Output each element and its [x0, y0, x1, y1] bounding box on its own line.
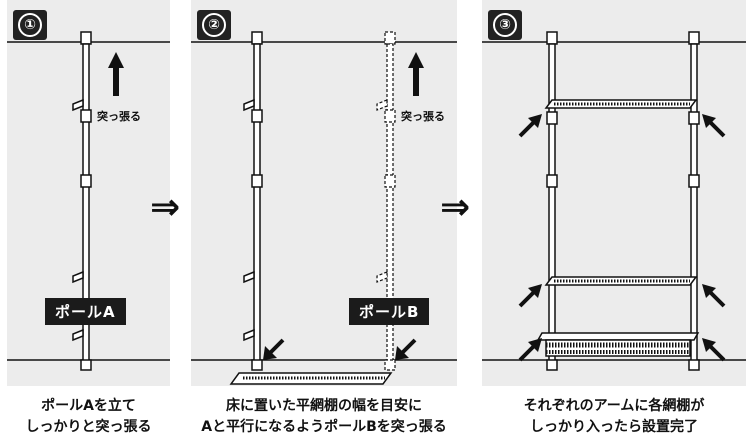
step-2-number: ② — [202, 13, 226, 37]
pointer-arrow-icon-right — [395, 338, 417, 360]
pointer-arrow-icon-bottom-right — [702, 338, 726, 362]
step-2-illustration — [191, 31, 457, 385]
double-right-arrow-icon-1: ⇒ — [150, 187, 181, 228]
up-arrow-icon — [408, 52, 424, 96]
step-2-push-label: 突っ張る — [401, 110, 445, 123]
step-3-illustration — [482, 31, 746, 371]
pointer-arrow-icon-top-right — [702, 114, 726, 138]
bottom-basket-shelf — [536, 332, 700, 357]
pointer-arrow-icon-mid-right — [702, 284, 726, 308]
pointer-arrow-icon-top-left — [518, 114, 542, 138]
step-1-panel: ① 突っ張る ポールA — [7, 0, 170, 386]
step-2-panel: ② 突っ張る ポールB — [191, 0, 457, 386]
pole-b-label: ポールB — [349, 298, 430, 325]
step-1-caption: ポールAを立て しっかりと突っ張る — [25, 398, 152, 435]
step-3-caption: それぞれのアームに各網棚が しっかり入ったら設置完了 — [523, 398, 705, 435]
step-2-caption: 床に置いた平網棚の幅を目安に Aと平行になるようポールBを突っ張る — [201, 398, 447, 435]
pole-a — [72, 31, 92, 371]
middle-shelf — [544, 276, 698, 286]
pole-b — [376, 31, 396, 371]
flat-shelf-on-floor — [229, 372, 393, 385]
pointer-arrow-icon-left — [263, 338, 285, 360]
double-right-arrow-icon-2: ⇒ — [440, 187, 471, 228]
left-pole — [546, 31, 558, 371]
step-1-number: ① — [18, 13, 42, 37]
pointer-arrow-icon-mid-left — [518, 284, 542, 308]
step-1-number-badge: ① — [13, 10, 47, 40]
right-pole — [688, 31, 700, 371]
step-3-number-badge: ③ — [488, 10, 522, 40]
step-1-push-label: 突っ張る — [97, 110, 141, 123]
up-arrow-icon — [108, 52, 124, 96]
pole-a-label: ポールA — [45, 298, 126, 325]
step-1-illustration — [7, 31, 170, 371]
step-3-number: ③ — [493, 13, 517, 37]
step-3-panel: ③ — [482, 0, 746, 386]
step-2-number-badge: ② — [197, 10, 231, 40]
pole-a — [243, 31, 263, 371]
top-shelf — [544, 99, 698, 109]
pointer-arrow-icon-bottom-left — [518, 338, 542, 362]
